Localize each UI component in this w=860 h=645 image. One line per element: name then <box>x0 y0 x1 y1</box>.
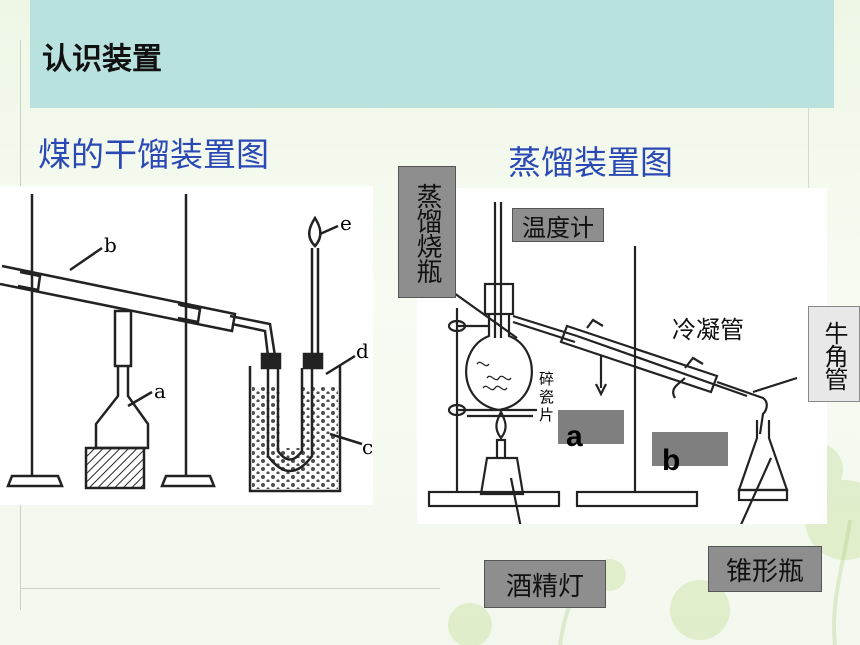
bottom-guide-line <box>20 588 440 589</box>
box-b-label: b <box>662 444 681 477</box>
label-c: c <box>362 435 373 459</box>
label-e: e <box>340 211 352 235</box>
alcohol-lamp-label: 酒精灯 <box>484 560 606 608</box>
box-b <box>652 432 728 466</box>
box-a <box>558 410 624 444</box>
left-caption: 煤的干馏装置图 <box>38 135 269 174</box>
thermometer-label: 温度计 <box>512 208 604 242</box>
slide-title: 认识装置 <box>42 42 162 77</box>
condenser-label: 冷凝管 <box>672 316 744 344</box>
label-b: b <box>104 233 117 257</box>
conical-flask-label: 锥形瓶 <box>708 546 822 592</box>
coal-distillation-diagram: b a d c e <box>0 186 373 505</box>
label-a: a <box>154 379 166 403</box>
chips-label: 碎瓷片 <box>539 370 554 424</box>
header-band <box>30 0 834 108</box>
right-caption: 蒸馏装置图 <box>508 143 673 182</box>
coal-distillation-drawing: b a d c e <box>0 194 373 493</box>
distillation-flask-label: 蒸馏烧瓶 <box>398 166 456 298</box>
label-d: d <box>356 339 369 363</box>
distillation-diagram: 碎瓷片 <box>417 188 827 559</box>
box-a-label: a <box>566 420 583 453</box>
adapter-label: 牛角管 <box>808 306 860 402</box>
distillation-drawing: 碎瓷片 <box>427 202 798 559</box>
